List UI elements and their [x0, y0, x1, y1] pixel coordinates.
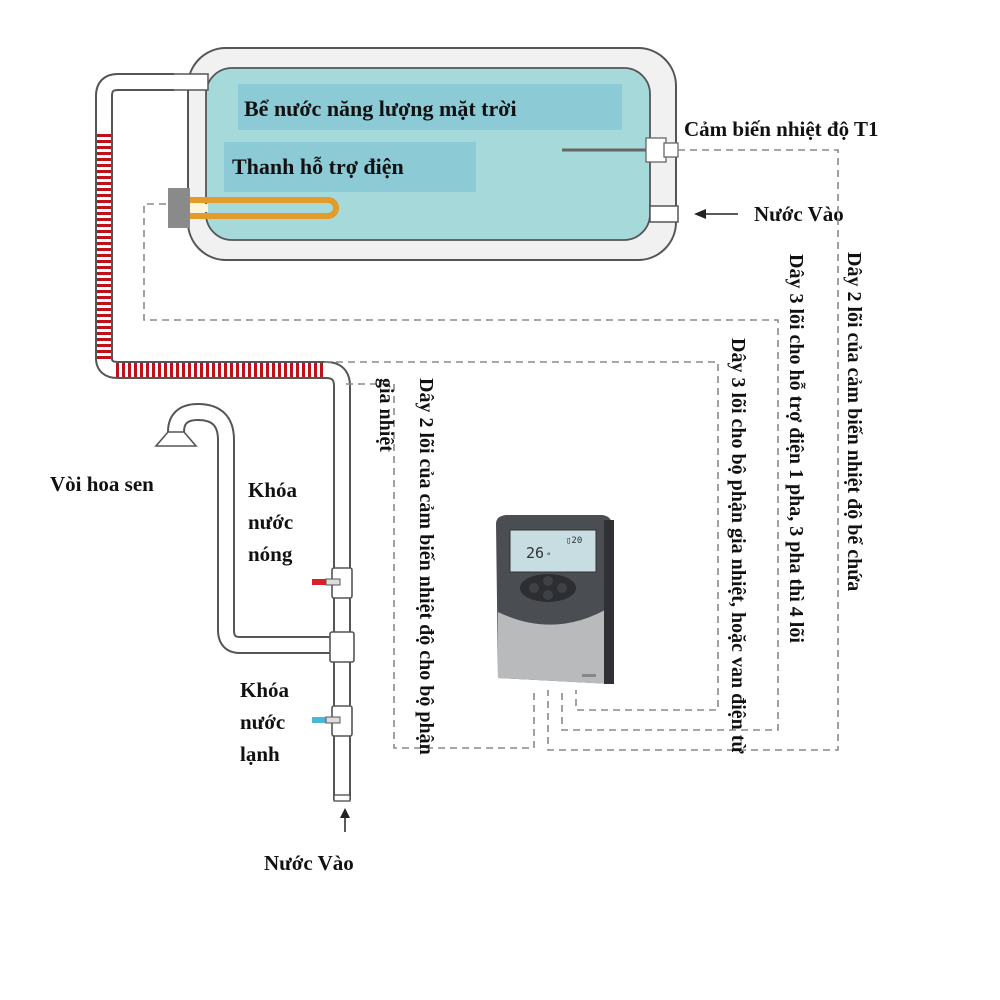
- btn-down[interactable]: [543, 590, 553, 600]
- tank-outlet-pipe: [171, 73, 209, 91]
- cold-valve-label-3: lạnh: [240, 742, 280, 766]
- bottom-inlet-arrow-icon: [340, 808, 350, 832]
- controller-display: [509, 529, 597, 573]
- heater-mount: [168, 188, 190, 228]
- heater-label: Thanh hỗ trợ điện: [232, 154, 404, 179]
- sensor-t1-label: Cảm biến nhiệt độ T1: [684, 117, 879, 141]
- controller-body-bottom: [498, 606, 612, 684]
- tank-water-in-label: Nước Vào: [754, 202, 844, 226]
- display-top-right: ▯20: [566, 536, 582, 546]
- wire-label-tank-sensor: Dây 2 lõi của cảm biến nhiệt độ bể chứa: [843, 252, 865, 591]
- display-temp: 26: [526, 544, 544, 562]
- heater-core: [190, 204, 208, 212]
- sensor-fitting: [645, 137, 667, 163]
- wire-label-aux-heater: Dây 3 lõi cho hỗ trợ điện 1 pha, 3 pha t…: [785, 254, 807, 643]
- wire-heating-sensor: [346, 383, 535, 749]
- hot-valve-label-2: nước: [248, 510, 293, 534]
- controller-keypad: [520, 574, 576, 602]
- tank-title: Bể nước năng lượng mặt trời: [244, 96, 517, 121]
- tee-fitting: [329, 631, 355, 663]
- cold-valve-label-1: Khóa: [240, 678, 290, 702]
- display-unit: °: [546, 552, 551, 562]
- wire-tank-sensor: [547, 149, 839, 751]
- wiring: [143, 149, 839, 751]
- valves: [312, 567, 355, 802]
- tank-inlet-pipe: [649, 205, 679, 223]
- shower: Vòi hoa sen: [50, 403, 338, 654]
- tank-inlet-arrow-icon: [694, 209, 738, 219]
- wire-aux-heater: [143, 203, 779, 731]
- heater-element: [190, 197, 339, 219]
- btn-left[interactable]: [529, 583, 539, 593]
- btn-right[interactable]: [557, 583, 567, 593]
- btn-up[interactable]: [543, 576, 553, 586]
- shower-label: Vòi hoa sen: [50, 472, 154, 496]
- wire-heating-unit: [324, 361, 719, 711]
- wire-label-heating-sensor-2: gia nhiệt: [375, 378, 397, 452]
- heater-label-bg: [224, 142, 476, 192]
- bottom-water-in-label: Nước Vào: [264, 851, 354, 875]
- hot-valve-label-1: Khóa: [248, 478, 298, 502]
- wire-label-heating-sensor-1: Dây 2 lõi của cảm biến nhiệt độ cho bộ p…: [415, 378, 437, 755]
- sensor-connector: [663, 142, 679, 158]
- shower-head-icon: [154, 431, 198, 447]
- solar-tank: Bể nước năng lượng mặt trời Thanh hỗ trợ…: [168, 47, 679, 261]
- tank-title-bg: [238, 84, 622, 130]
- hot-valve-label-3: nóng: [248, 542, 293, 566]
- hot-water-pipe: [95, 73, 351, 800]
- wire-label-heating-unit: Dây 3 lõi cho bộ phận gia nhiệt, hoặc va…: [727, 338, 749, 754]
- controller-brand: [582, 674, 596, 677]
- cold-valve-handle[interactable]: [312, 717, 328, 723]
- controller-side: [604, 520, 614, 684]
- solar-controller[interactable]: 26 ° ▯20: [496, 515, 614, 684]
- hot-valve-handle[interactable]: [312, 579, 328, 585]
- cold-valve-label-2: nước: [240, 710, 285, 734]
